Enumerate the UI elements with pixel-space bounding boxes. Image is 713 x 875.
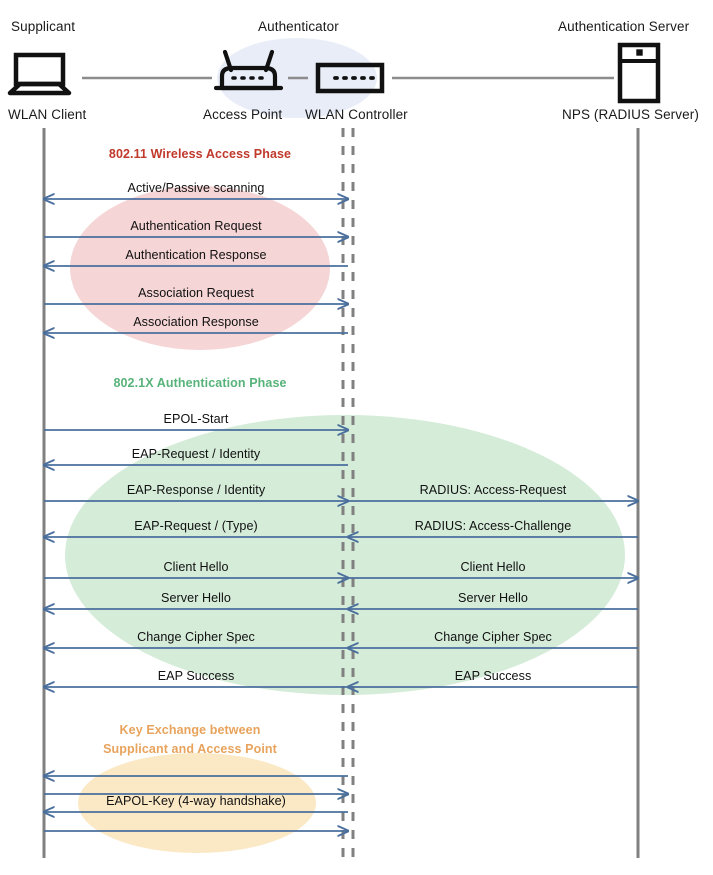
message-label-left-0: Active/Passive scanning <box>127 181 265 195</box>
message-label-left-5: EPOL-Start <box>163 412 229 426</box>
message-label-left-1: Authentication Request <box>130 219 262 233</box>
message-label-left-15: EAPOL-Key (4-way handshake) <box>106 794 286 808</box>
phase-label-wireless-access: 802.11 Wireless Access Phase <box>108 147 292 161</box>
message-label-left-8: EAP-Request / (Type) <box>134 519 258 533</box>
message-label-right-2: Client Hello <box>460 560 526 574</box>
server-icon <box>617 42 661 104</box>
wlan-controller-icon <box>315 62 385 94</box>
message-label-right-1: RADIUS: Access-Challenge <box>414 519 572 533</box>
access-point-icon <box>213 49 284 91</box>
key-exchange-phase-ellipse <box>78 753 316 853</box>
message-label-left-6: EAP-Request / Identity <box>131 447 261 461</box>
actor-device-wlan-client: WLAN Client <box>8 107 87 122</box>
actor-device-wlan-controller: WLAN Controller <box>305 107 408 122</box>
laptop-icon <box>7 52 72 96</box>
message-label-right-3: Server Hello <box>458 591 528 605</box>
message-arrows-supplicant-authenticator <box>44 199 348 831</box>
dot1x-phase-ellipse <box>65 415 625 695</box>
message-label-left-10: Server Hello <box>161 591 231 605</box>
message-label-left-4: Association Response <box>133 315 259 329</box>
wireless-access-phase-ellipse <box>70 186 330 350</box>
message-label-left-7: EAP-Response / Identity <box>126 483 266 497</box>
message-label-left-2: Authentication Response <box>125 248 267 262</box>
message-arrows-authenticator-server <box>348 501 638 687</box>
phase-label-key-exchange-line2: Supplicant and Access Point <box>103 742 277 756</box>
message-label-left-3: Association Request <box>138 286 254 300</box>
message-label-left-12: EAP Success <box>157 669 235 683</box>
actor-role-authentication-server: Authentication Server <box>558 19 690 34</box>
message-label-right-0: RADIUS: Access-Request <box>419 483 567 497</box>
actor-role-authenticator: Authenticator <box>258 19 339 34</box>
message-label-left-11: Change Cipher Spec <box>137 630 255 644</box>
message-label-right-5: EAP Success <box>454 669 532 683</box>
actor-device-nps-radius-server: NPS (RADIUS Server) <box>562 107 699 122</box>
actor-role-supplicant: Supplicant <box>11 19 76 34</box>
phase-label-dot1x-authentication: 802.1X Authentication Phase <box>113 376 287 390</box>
phase-label-key-exchange-line1: Key Exchange between <box>119 723 261 737</box>
message-label-left-9: Client Hello <box>163 560 229 574</box>
message-label-right-4: Change Cipher Spec <box>434 630 552 644</box>
actor-device-access-point: Access Point <box>203 107 283 122</box>
